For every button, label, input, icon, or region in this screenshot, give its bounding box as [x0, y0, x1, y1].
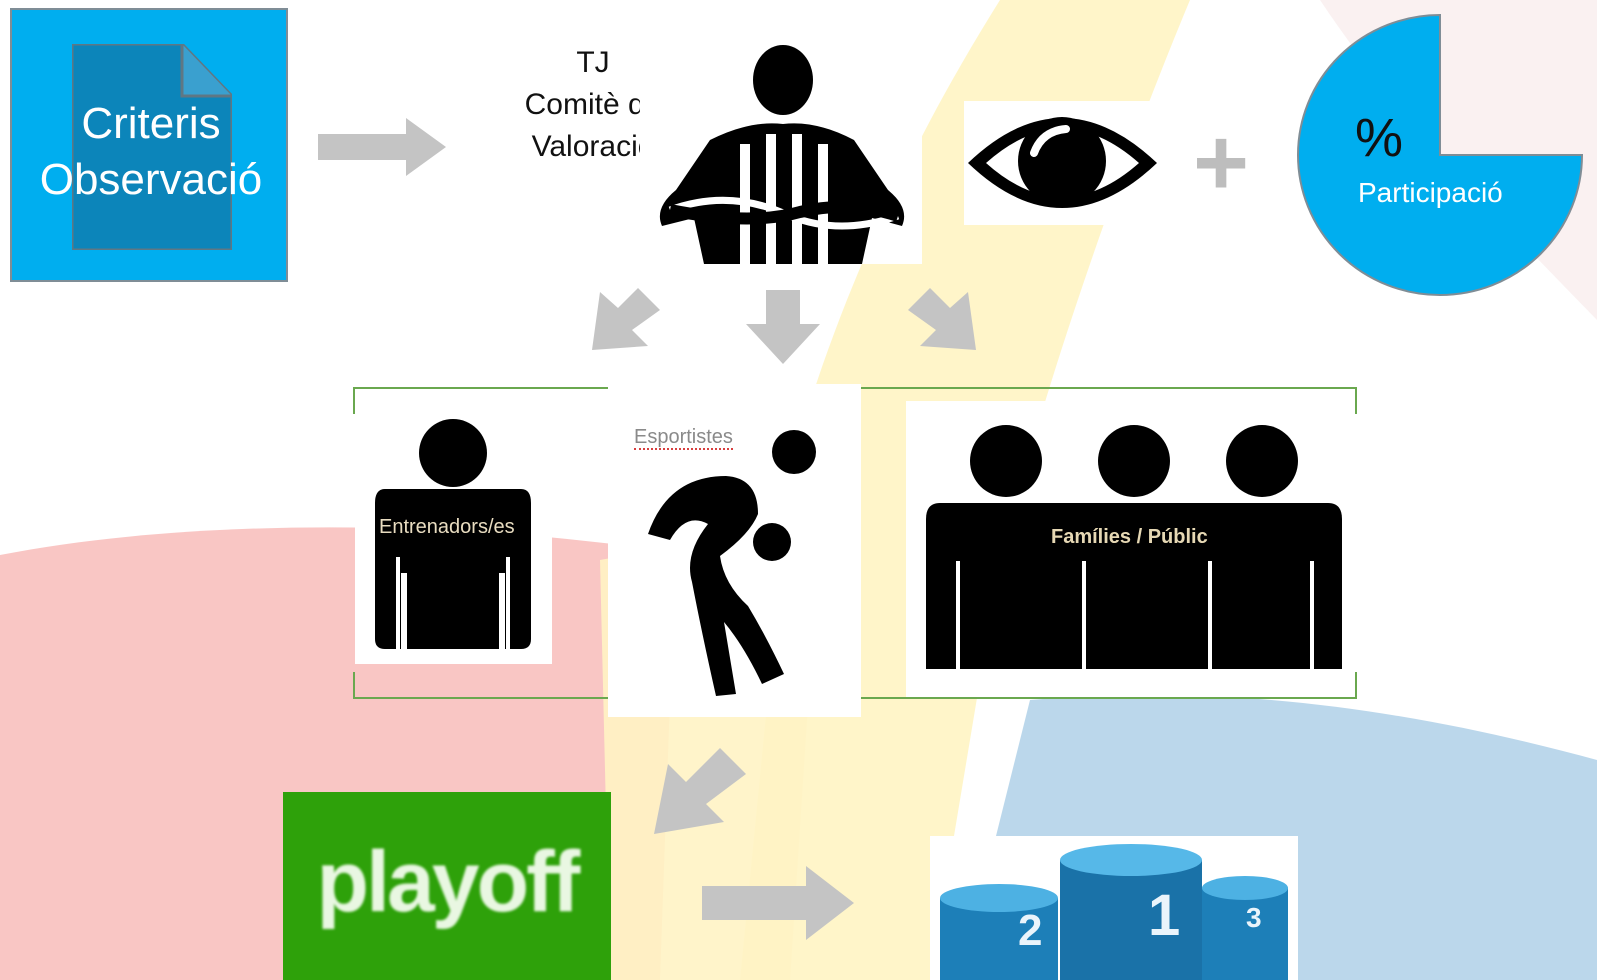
coaches-label: Entrenadors/es — [379, 516, 515, 538]
tj-line-3: Valoració — [531, 130, 655, 163]
pie-chart-icon — [1297, 13, 1584, 296]
eye-panel — [964, 101, 1161, 225]
playoff-text: playoff — [316, 834, 581, 930]
coaches-panel: Entrenadors/es — [355, 407, 552, 664]
podium-panel: 2 1 3 — [930, 836, 1298, 980]
plus-icon: + — [1192, 109, 1250, 216]
tj-line-2: Comitè de — [524, 88, 662, 121]
family-group-icon — [926, 425, 1342, 669]
down-right-arrow-icon — [908, 288, 976, 350]
document-icon — [72, 44, 232, 250]
criteris-observacio-box: Criteris Observació — [10, 8, 288, 282]
athletes-panel: Esportistes — [608, 384, 861, 717]
criteris-line-1: Criteris — [81, 99, 221, 148]
down-arrow-icon — [746, 290, 820, 364]
families-label: Famílies / Públic — [1051, 526, 1208, 548]
playoff-logo: playoff — [283, 792, 611, 980]
percent-sign: % — [1355, 108, 1404, 168]
down-left-arrow-icon — [654, 748, 746, 834]
podium-icon — [940, 844, 1288, 980]
athletes-label: Esportistes — [634, 426, 733, 450]
podium-second-number: 2 — [1018, 906, 1043, 955]
down-left-arrow-icon — [592, 288, 660, 350]
participacio-label: Participació — [1358, 177, 1503, 208]
right-arrow-icon — [318, 118, 446, 176]
referee-panel — [640, 40, 922, 264]
podium-first-number: 1 — [1148, 883, 1181, 948]
podium-third-number: 3 — [1246, 902, 1262, 933]
right-arrow-icon — [702, 866, 854, 940]
eye-icon — [968, 117, 1157, 208]
referee-icon — [659, 45, 905, 264]
families-panel: Famílies / Públic — [906, 401, 1355, 697]
tj-line-1: TJ — [576, 46, 610, 79]
coach-person-icon — [375, 419, 531, 649]
athlete-ball-icon — [648, 430, 816, 696]
criteris-line-2: Observació — [39, 155, 263, 204]
